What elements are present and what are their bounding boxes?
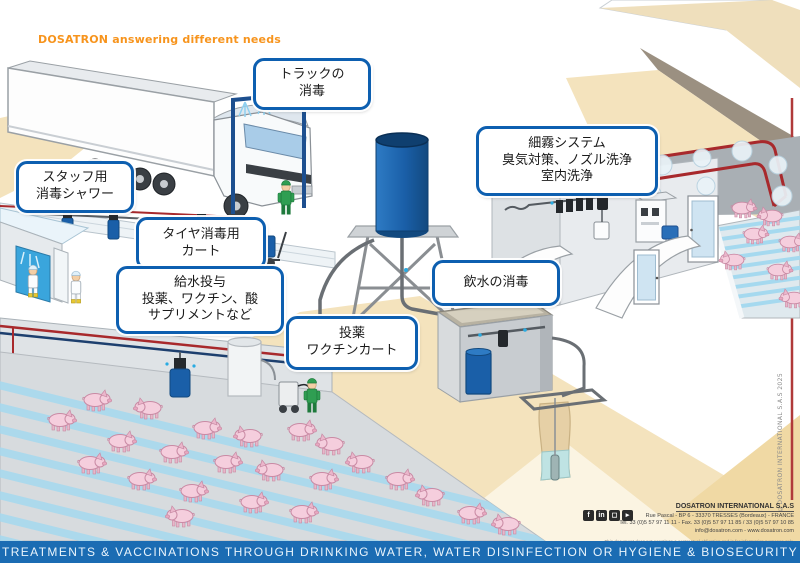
pen-front-wall	[713, 225, 745, 319]
red-pipe	[0, 324, 333, 362]
well	[518, 388, 608, 481]
linkedin-icon[interactable]: in	[596, 510, 607, 521]
mist-machine	[634, 191, 679, 243]
callout-line: トラックの	[279, 67, 345, 83]
well-frame	[518, 388, 608, 411]
social-icons: f in ◻ ▸	[583, 510, 633, 521]
callout-line: 室内洗浄	[540, 169, 593, 185]
left-barn	[0, 317, 547, 542]
web-line[interactable]: info@dosatron.com - www.dosatron.com	[694, 527, 794, 534]
callout-truck-disinfection: トラックの 消毒	[253, 58, 371, 110]
callout-line: 消毒	[298, 84, 325, 99]
water-dosing-station	[165, 352, 196, 398]
door-right	[687, 195, 719, 263]
callout-tire-cart: タイヤ消毒用 カート	[136, 217, 266, 270]
vaccine-cart	[278, 381, 311, 413]
callout-line: 飲水の消毒	[463, 274, 529, 290]
address-line: Rue Pascal - BP 6 - 33370 TRESSES (Borde…	[645, 513, 794, 519]
disinfectant-tank	[465, 351, 492, 395]
callout-line: ワクチンカート	[306, 343, 398, 358]
tower-to-pumphouse-pipe	[400, 238, 451, 318]
callout-line: タイヤ消毒用	[162, 226, 240, 242]
callout-line: サプリメントなど	[147, 308, 252, 324]
callout-line: 給水投与	[173, 275, 226, 291]
door-center	[633, 249, 660, 305]
callout-mist-system: 細霧システム 臭気対策、ノズル洗浄 室内洗浄	[476, 126, 658, 196]
callout-line: 消毒シャワー	[35, 187, 114, 202]
callout-staff-shower: スタッフ用 消毒シャワー	[16, 161, 134, 213]
pumphouse-to-well-pipe	[551, 336, 586, 398]
callout-line: 投薬、ワクチン、酸	[141, 291, 259, 307]
facebook-icon[interactable]: f	[583, 510, 594, 521]
youtube-icon[interactable]: ▸	[622, 510, 633, 521]
company-name: DOSATRON INTERNATIONAL S.A.S	[675, 503, 794, 512]
blue-pipe	[0, 331, 333, 369]
callout-line: スタッフ用	[42, 170, 108, 186]
bottom-bar: TREATMENTS & VACCINATIONS THROUGH DRINKI…	[0, 541, 800, 563]
callout-line: 投薬	[338, 326, 365, 342]
callout-water-dosing: 給水投与 投薬、ワクチン、酸 サプリメントなど	[116, 266, 284, 334]
bottom-bar-text: TREATMENTS & VACCINATIONS THROUGH DRINKI…	[1, 545, 799, 559]
callout-line: 臭気対策、ノズル洗浄	[501, 152, 632, 168]
instagram-icon[interactable]: ◻	[609, 510, 620, 521]
phone-line: Tel. 33 (0)5 57 97 11 11 - Fax. 33 (0)5 …	[619, 520, 794, 527]
staff-shower-building	[0, 205, 261, 304]
submersible-pump	[550, 454, 560, 481]
tagline: DOSATRON answering different needs	[38, 33, 282, 46]
callout-line: カート	[181, 243, 221, 259]
tower-to-barn-pipe	[318, 238, 375, 340]
stock-solution-tank	[227, 336, 276, 397]
dosing-pump	[498, 330, 508, 347]
callout-line: 細霧システム	[528, 136, 606, 152]
copyright-vertical: ©DOSATRON INTERNATIONAL S.A.S 2025	[777, 372, 784, 512]
callout-drinking-water: 飲水の消毒	[432, 260, 560, 306]
callout-medication-cart: 投薬 ワクチンカート	[286, 316, 418, 370]
